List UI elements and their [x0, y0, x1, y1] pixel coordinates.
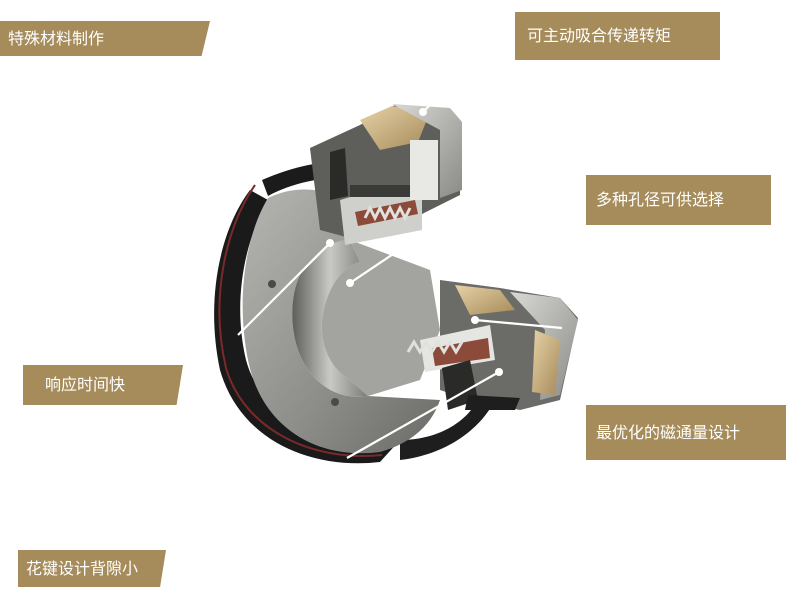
callout-dots [326, 108, 503, 376]
label-active-torque: 可主动吸合传递转矩 [515, 12, 720, 60]
label-fast-response: 响应时间快 [23, 365, 183, 405]
label-bore-options: 多种孔径可供选择 [586, 175, 771, 225]
label-special-material: 特殊材料制作 [0, 21, 210, 56]
lower-cutaway [406, 280, 578, 410]
label-spline-backlash: 花键设计背隙小 [18, 550, 166, 587]
upper-cutaway [310, 104, 462, 245]
brake-face [242, 189, 440, 454]
callout-lines [237, 89, 563, 459]
label-optimized-flux: 最优化的磁通量设计 [586, 405, 786, 460]
